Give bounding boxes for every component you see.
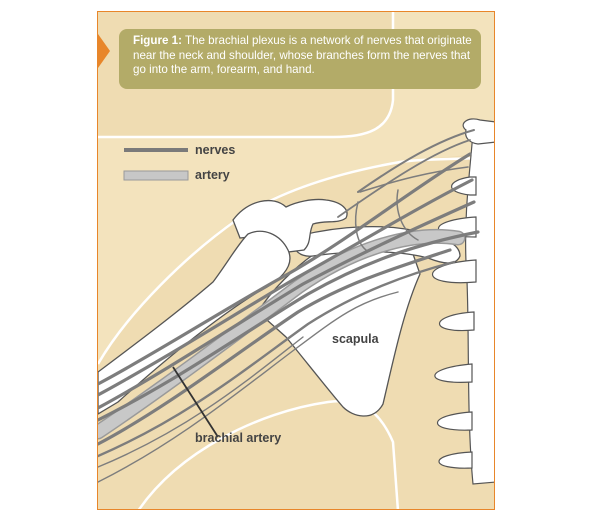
rib-7 bbox=[438, 451, 473, 469]
caption-pointer-icon bbox=[98, 34, 110, 68]
arm-outline bbox=[137, 399, 400, 509]
rib-4 bbox=[439, 311, 475, 332]
first-rib bbox=[462, 118, 494, 145]
scapula-label: scapula bbox=[332, 332, 379, 346]
nerve-bundle bbox=[98, 129, 480, 483]
rib-3 bbox=[431, 259, 477, 284]
legend-nerves-label: nerves bbox=[195, 143, 236, 157]
rib-6 bbox=[437, 411, 473, 431]
legend-artery-swatch bbox=[123, 170, 189, 181]
neck-outline bbox=[98, 12, 395, 139]
torso-outline bbox=[98, 155, 494, 365]
brachial-artery-label: brachial artery bbox=[195, 431, 282, 445]
caption-text: The brachial plexus is a network of nerv… bbox=[133, 34, 472, 77]
brachial-plexus-illustration bbox=[98, 12, 494, 509]
legend-artery-label: artery bbox=[195, 168, 230, 182]
rib-5 bbox=[434, 363, 473, 383]
brachial-artery-leader bbox=[172, 366, 219, 438]
figure-frame: Figure 1: The brachial plexus is a netwo… bbox=[97, 11, 495, 510]
figure-caption: Figure 1: The brachial plexus is a netwo… bbox=[119, 29, 481, 89]
caption-label: Figure 1: bbox=[133, 34, 182, 47]
